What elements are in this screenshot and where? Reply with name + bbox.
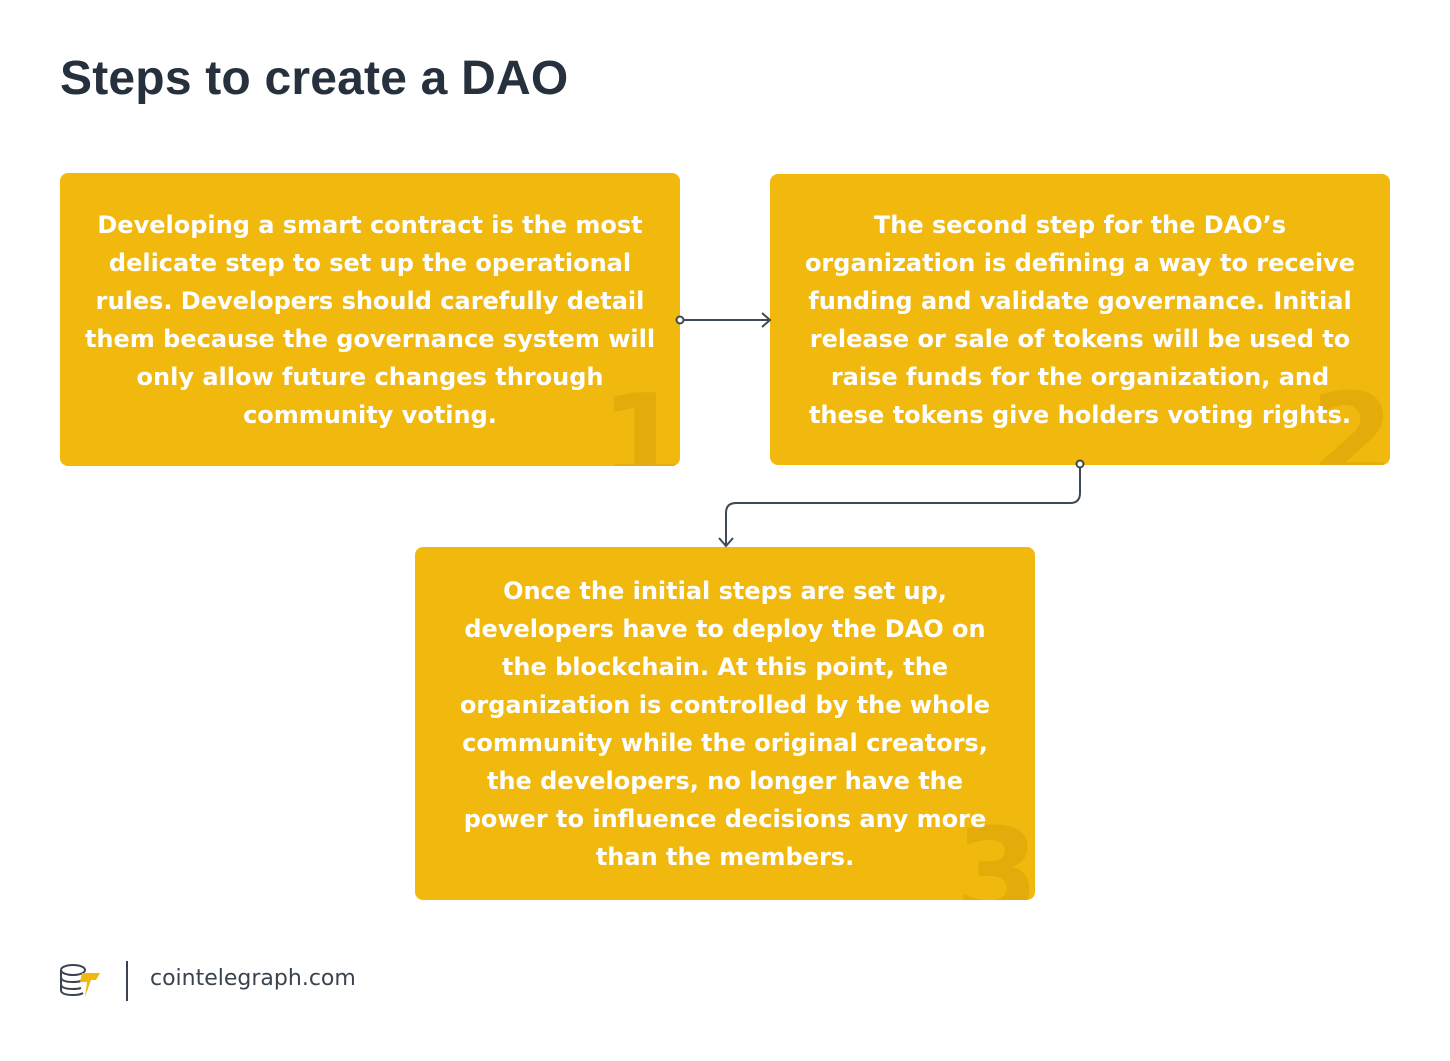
step-2-number: 2 — [1310, 369, 1391, 466]
step-3-box: Once the initial steps are set up, devel… — [415, 547, 1035, 900]
step-1-box: Developing a smart contract is the most … — [60, 173, 680, 466]
step-2-text: The second step for the DAO’s organizati… — [804, 210, 1356, 429]
connector-step2-to-step3 — [718, 459, 1085, 548]
step-2-box: The second step for the DAO’s organizati… — [770, 174, 1390, 465]
connector-step1-to-step2 — [675, 312, 772, 328]
step-3-number: 3 — [955, 804, 1036, 901]
page-title: Steps to create a DAO — [60, 52, 569, 105]
footer-site-name: cointelegraph.com — [150, 966, 356, 991]
cointelegraph-logo-icon — [60, 964, 100, 997]
step-3-text: Once the initial steps are set up, devel… — [459, 576, 991, 871]
footer-divider — [126, 961, 128, 1001]
step-1-number: 1 — [600, 370, 681, 467]
step-1-text: Developing a smart contract is the most … — [84, 210, 656, 429]
